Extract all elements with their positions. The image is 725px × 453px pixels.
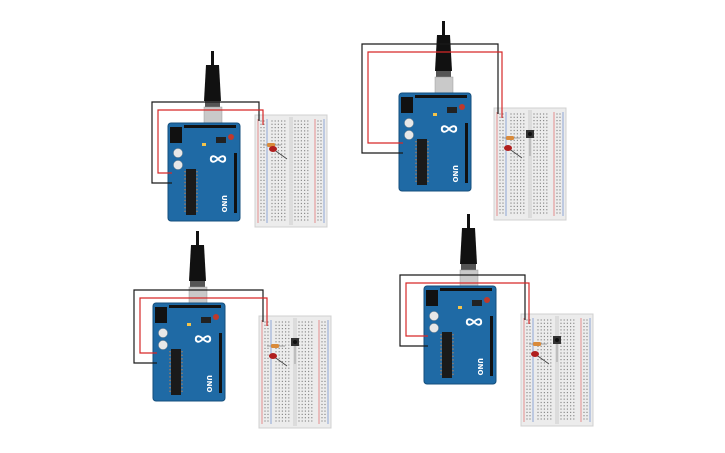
resistor-icon[interactable] [506, 136, 514, 140]
usb-cable-icon [467, 214, 470, 228]
breadboard-holes [526, 319, 588, 420]
center-channel [293, 318, 297, 426]
arduino-logo-icon [194, 335, 212, 343]
reset-button-icon[interactable] [484, 297, 490, 303]
power-wire[interactable] [139, 297, 268, 354]
arduino-uno-board[interactable]: UNO [167, 51, 241, 222]
capacitor-icon [429, 311, 439, 321]
status-led-icon [187, 323, 191, 326]
digital-header [415, 95, 467, 98]
breadboard [493, 107, 567, 221]
reset-button-icon[interactable] [213, 314, 219, 320]
breadboard-holes [264, 321, 326, 422]
power-jack-icon [170, 127, 182, 143]
capacitor-icon [404, 130, 414, 140]
usb-cable-icon [442, 21, 445, 35]
breadboard-holes [499, 113, 561, 214]
circuit-4[interactable]: UNO [399, 214, 594, 427]
analog-header [490, 316, 493, 376]
usb-chip-icon [216, 137, 226, 143]
reset-button-icon[interactable] [459, 104, 465, 110]
analog-header [465, 123, 468, 183]
usb-plug-collar [461, 264, 476, 270]
center-channel [289, 117, 293, 225]
power-jack-icon [155, 307, 167, 323]
ground-wire[interactable] [133, 289, 264, 364]
breadboard [520, 313, 594, 427]
push-button-cap [293, 340, 297, 344]
chip-pins [169, 351, 183, 392]
push-button-cap [555, 338, 559, 342]
led-icon[interactable] [504, 145, 512, 151]
digital-header [440, 288, 492, 291]
arduino-logo-icon [465, 318, 483, 326]
usb-plug-collar [190, 281, 205, 287]
reset-button-icon[interactable] [228, 134, 234, 140]
push-button-cap [528, 132, 532, 136]
usb-chip-icon [472, 300, 482, 306]
status-led-icon [202, 143, 206, 146]
led-icon[interactable] [269, 146, 277, 152]
breadboard-holes [260, 120, 322, 221]
chip-pins [184, 171, 198, 212]
capacitor-icon [173, 148, 183, 158]
usb-plug-collar [205, 101, 220, 107]
atmega-chip-icon [417, 139, 427, 185]
led-icon[interactable] [269, 353, 277, 359]
capacitor-icon [158, 328, 168, 338]
usb-plug-icon [189, 245, 206, 281]
usb-plug-collar [436, 71, 451, 77]
arduino-uno-board[interactable]: UNO [152, 231, 226, 402]
usb-cable-icon [211, 51, 214, 65]
center-channel [555, 316, 559, 424]
ground-wire[interactable] [151, 101, 260, 184]
capacitor-icon [429, 323, 439, 333]
capacitor-icon [173, 160, 183, 170]
breadboard [254, 114, 328, 228]
breadboard [258, 315, 332, 429]
circuit-1[interactable]: UNO [151, 51, 328, 228]
board-model-label: UNO [451, 165, 459, 183]
usb-plug-icon [460, 228, 477, 264]
power-jack-icon [401, 97, 413, 113]
arduino-logo-icon [209, 155, 227, 163]
usb-plug-icon [204, 65, 221, 101]
usb-chip-icon [447, 107, 457, 113]
capacitor-icon [404, 118, 414, 128]
status-led-icon [458, 306, 462, 309]
power-jack-icon [426, 290, 438, 306]
board-model-label: UNO [220, 195, 228, 213]
center-channel [528, 110, 532, 218]
arduino-logo-icon [440, 125, 458, 133]
board-model-label: UNO [205, 375, 213, 393]
analog-header [219, 333, 222, 393]
circuit-2[interactable]: UNO [361, 21, 567, 221]
status-led-icon [433, 113, 437, 116]
power-wire[interactable] [405, 282, 530, 337]
usb-plug-icon [435, 35, 452, 71]
atmega-chip-icon [171, 349, 181, 395]
circuit-3[interactable]: UNO [133, 231, 332, 429]
resistor-icon[interactable] [533, 342, 541, 346]
analog-header [234, 153, 237, 213]
usb-chip-icon [201, 317, 211, 323]
power-wire[interactable] [367, 51, 503, 144]
chip-pins [440, 334, 454, 375]
ground-wire[interactable] [361, 43, 499, 154]
arduino-uno-board[interactable]: UNO [398, 21, 472, 192]
atmega-chip-icon [442, 332, 452, 378]
capacitor-icon [158, 340, 168, 350]
chip-pins [415, 141, 429, 182]
resistor-icon[interactable] [271, 344, 279, 348]
arduino-uno-board[interactable]: UNO [423, 214, 497, 385]
board-model-label: UNO [476, 358, 484, 376]
led-icon[interactable] [531, 351, 539, 357]
atmega-chip-icon [186, 169, 196, 215]
digital-header [184, 125, 236, 128]
digital-header [169, 305, 221, 308]
usb-cable-icon [196, 231, 199, 245]
ground-wire[interactable] [399, 274, 526, 347]
power-wire[interactable] [157, 109, 264, 174]
